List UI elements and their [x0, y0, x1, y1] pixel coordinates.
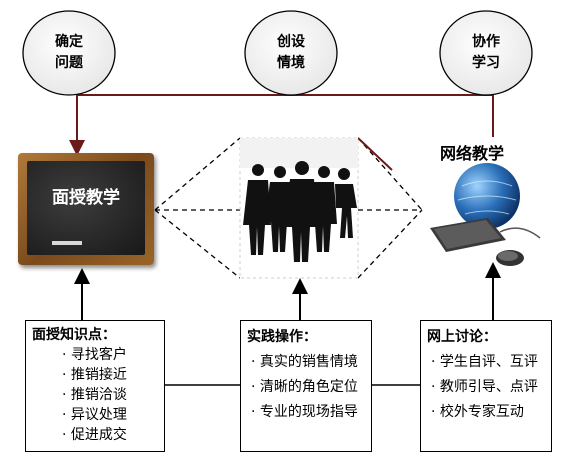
network-teaching-title: 网络教学 — [440, 144, 505, 163]
box-title: 网上讨论： — [427, 329, 497, 345]
chalkboard: 面授教学 — [18, 153, 154, 265]
circle-text-line: 问题 — [55, 55, 83, 71]
list-item: · 推销洽谈 — [62, 387, 127, 403]
box-practice-operation: 实践操作： · 真实的销售情境 · 清晰的角色定位 · 专业的现场指导 — [240, 320, 372, 452]
circle-label-define-problem: 确定 问题 — [39, 32, 99, 74]
box-face-to-face-knowledge: 面授知识点： · 寻找客户 · 推销接近 · 推销洽谈 · 异议处理 · 促进成… — [25, 320, 165, 452]
people-silhouettes-icon — [239, 137, 359, 279]
circle-label-create-situation: 创设 情境 — [261, 32, 321, 74]
chalkboard-title: 面授教学 — [52, 188, 120, 208]
list-item: · 教师引导、点评 — [431, 379, 538, 395]
circle-text-line: 情境 — [277, 55, 305, 71]
list-item: · 促进成交 — [62, 427, 127, 443]
circle-text-line: 协作 — [472, 34, 500, 50]
circle-text-line: 确定 — [55, 34, 83, 50]
list-item: · 真实的销售情境 — [251, 354, 358, 370]
globe-keyboard-mouse-icon — [430, 163, 541, 266]
list-item: · 专业的现场指导 — [251, 404, 358, 420]
circle-label-collaborative-learning: 协作 学习 — [456, 32, 516, 74]
box-title: 面授知识点： — [32, 327, 116, 343]
circle-create-situation — [244, 10, 338, 96]
list-item: · 异议处理 — [62, 407, 127, 423]
box-title: 实践操作： — [247, 329, 317, 345]
circle-text-line: 创设 — [277, 34, 305, 50]
list-item: · 校外专家互动 — [431, 404, 524, 420]
chalk-icon — [52, 241, 82, 245]
list-item: · 寻找客户 — [62, 347, 127, 363]
circle-text-line: 学习 — [472, 55, 500, 71]
circle-define-problem — [22, 10, 116, 96]
list-item: · 清晰的角色定位 — [251, 379, 358, 395]
list-item: · 学生自评、互评 — [431, 354, 538, 370]
box-online-discussion: 网上讨论： · 学生自评、互评 · 教师引导、点评 · 校外专家互动 — [420, 320, 552, 452]
list-item: · 推销接近 — [62, 367, 127, 383]
chalkboard-slate — [27, 161, 145, 255]
circle-collaborative-learning — [439, 10, 533, 96]
